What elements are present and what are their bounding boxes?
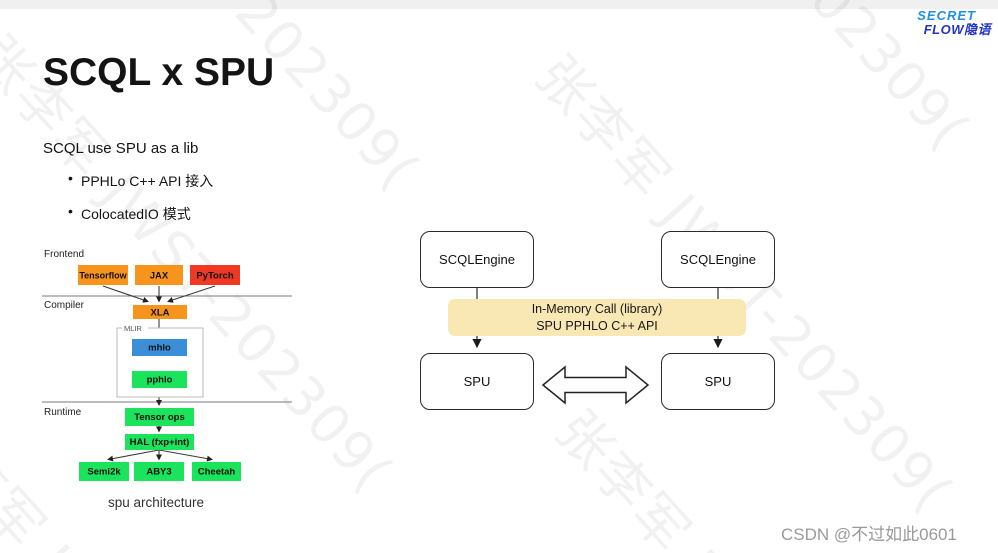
node-semi2k: Semi2k [79, 462, 129, 481]
svg-text:Tensorflow: Tensorflow [79, 271, 127, 281]
node-pphlo: pphlo [132, 371, 187, 388]
mlir-label: MLIR [124, 324, 143, 333]
section-frontend-label: Frontend [44, 249, 84, 260]
top-edge-strip [0, 0, 998, 9]
scqlengine-box-right: SCQLEngine [661, 231, 775, 288]
node-jax: JAX [135, 265, 183, 285]
page-title: SCQL x SPU [43, 51, 275, 94]
logo-secret-text: SECRET [917, 8, 976, 23]
spu-label: SPU [704, 374, 732, 389]
node-aby3: ABY3 [134, 462, 184, 481]
node-pytorch: PyTorch [190, 265, 240, 285]
bullet-list: PPHLo C++ API 接入 ColocatedIO 模式 [43, 170, 213, 224]
diagonal-watermark: 202309( [223, 0, 432, 202]
intro-block: SCQL use SPU as a lib PPHLo C++ API 接入 C… [43, 140, 213, 237]
diagram-caption: spu architecture [108, 495, 204, 510]
secretflow-logo: SECRET FLOW隐语 [917, 9, 991, 36]
in-memory-call-band: In-Memory Call (library) SPU PPHLO C++ A… [448, 299, 746, 336]
section-runtime-label: Runtime [44, 407, 82, 418]
svg-text:mhlo: mhlo [148, 343, 171, 354]
spu-architecture-diagram: Frontend Compiler Runtime MLIR Tenso [42, 249, 292, 510]
bullet-item: PPHLo C++ API 接入 [68, 170, 213, 191]
svg-text:HAL (fxp+int): HAL (fxp+int) [130, 437, 190, 448]
bullet-item: ColocatedIO 模式 [68, 203, 213, 224]
node-cheetah: Cheetah [192, 462, 241, 481]
svg-text:Tensor ops: Tensor ops [134, 412, 185, 423]
svg-text:XLA: XLA [151, 308, 170, 319]
node-xla: XLA [133, 305, 187, 319]
svg-text:Cheetah: Cheetah [198, 467, 236, 478]
svg-text:pphlo: pphlo [147, 375, 173, 386]
node-hal: HAL (fxp+int) [125, 434, 194, 450]
svg-text:Semi2k: Semi2k [87, 467, 121, 478]
node-mhlo: mhlo [132, 339, 187, 356]
spu-box-right: SPU [661, 353, 775, 410]
csdn-watermark: CSDN @不过如此0601 [781, 525, 957, 544]
section-compiler-label: Compiler [44, 300, 85, 311]
band-line2: SPU PPHLO C++ API [536, 318, 658, 333]
logo-flow-text: FLOW隐语 [923, 21, 991, 37]
band-line1: In-Memory Call (library) [531, 301, 663, 316]
node-tensor-ops: Tensor ops [125, 408, 194, 426]
spu-label: SPU [463, 374, 491, 389]
scqlengine-label: SCQLEngine [439, 252, 515, 267]
subtitle: SCQL use SPU as a lib [43, 140, 199, 157]
scqlengine-box-left: SCQLEngine [420, 231, 534, 288]
svg-text:JAX: JAX [150, 271, 169, 282]
double-arrow [541, 365, 650, 405]
scqlengine-label: SCQLEngine [680, 252, 756, 267]
node-tensorflow: Tensorflow [78, 265, 128, 285]
svg-text:ABY3: ABY3 [146, 467, 171, 478]
spu-box-left: SPU [420, 353, 534, 410]
svg-text:PyTorch: PyTorch [196, 271, 234, 282]
